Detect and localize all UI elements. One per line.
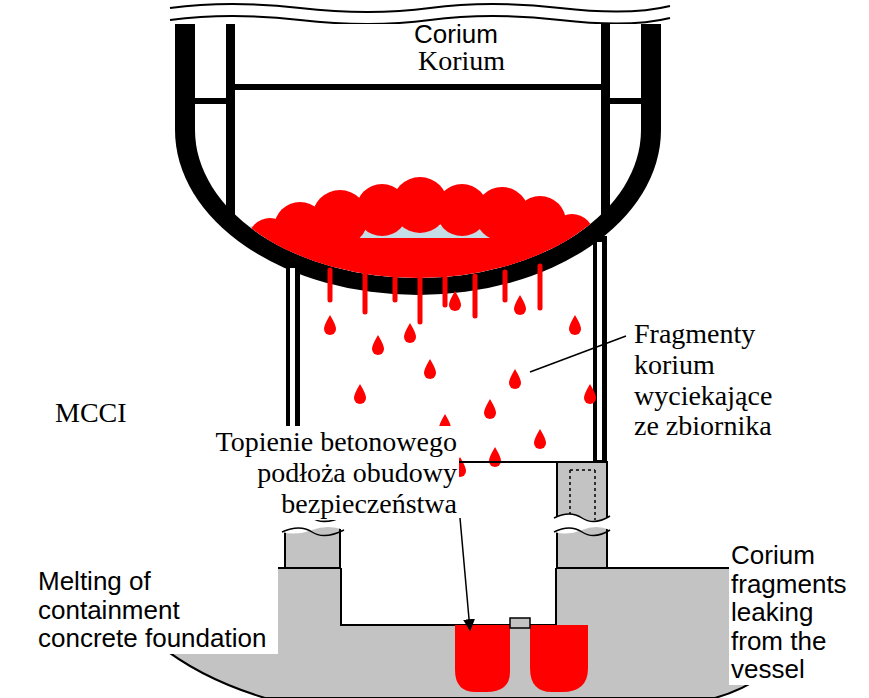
- translation-label: Corium fragments leaking from the vessel: [729, 540, 858, 685]
- melt-pool: [530, 625, 588, 692]
- break-line: [170, 4, 670, 12]
- melt-pool: [455, 625, 510, 692]
- core-barrel: [601, 24, 610, 216]
- english-title: Corium: [414, 20, 498, 49]
- central-pillar: [510, 618, 530, 628]
- core-barrel: [226, 24, 235, 216]
- strut: [195, 98, 226, 104]
- callout-label: Fragmenty korium wyciekające ze zbiornik…: [632, 318, 791, 443]
- polish-title: Korium: [418, 46, 505, 77]
- core-plate: [235, 84, 601, 90]
- translation-label: Melting of containment concrete foundati…: [36, 566, 278, 654]
- leader-arrow: [460, 518, 470, 630]
- corium-drips: [330, 266, 540, 322]
- reactor-cavity: [341, 567, 556, 625]
- skirt-wall: [593, 236, 607, 462]
- leader-line: [530, 336, 626, 372]
- callout-label: Topienie betonowego podłoża obudowy bezp…: [203, 426, 459, 520]
- strut: [610, 98, 641, 104]
- acronym-label: MCCI: [55, 398, 127, 429]
